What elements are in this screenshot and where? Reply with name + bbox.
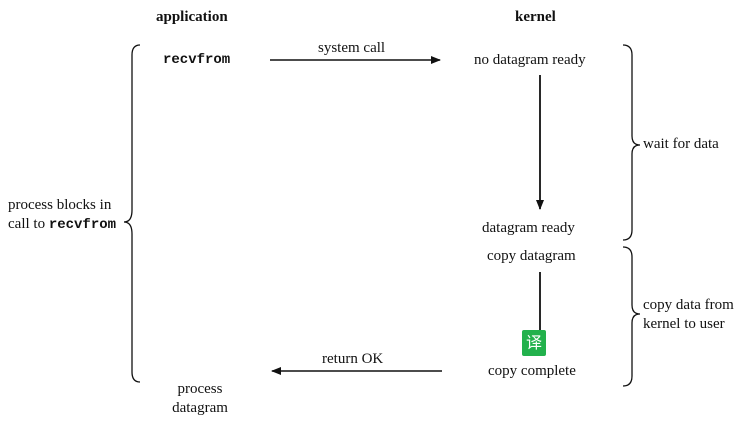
copy-data-brace bbox=[622, 246, 641, 387]
copy-complete-label: copy complete bbox=[488, 363, 576, 379]
copy-data-label-line1: copy data from bbox=[643, 297, 734, 313]
process-datagram-line2: datagram bbox=[172, 400, 228, 416]
recvfrom-call: recvfrom bbox=[163, 52, 231, 68]
left-brace bbox=[123, 44, 141, 383]
process-blocks-line2: call to recvfrom bbox=[8, 215, 116, 234]
process-blocks-prefix: call to bbox=[8, 216, 49, 232]
process-datagram-line1: process bbox=[177, 381, 223, 397]
process-blocks-line1: process blocks in bbox=[8, 197, 112, 213]
process-blocks-code: recvfrom bbox=[48, 217, 117, 233]
wait-for-data-brace bbox=[622, 44, 641, 241]
wait-for-data-label: wait for data bbox=[643, 136, 719, 152]
copy-datagram-label: copy datagram bbox=[487, 248, 576, 264]
return-ok-label: return OK bbox=[322, 351, 384, 367]
no-datagram-ready-label: no datagram ready bbox=[474, 52, 586, 68]
copy-data-label-line2: kernel to user bbox=[643, 316, 725, 332]
translate-icon[interactable]: 译 bbox=[522, 330, 546, 356]
datagram-ready-label: datagram ready bbox=[482, 220, 575, 236]
application-header: application bbox=[156, 9, 228, 25]
system-call-label: system call bbox=[318, 40, 386, 56]
kernel-header: kernel bbox=[515, 9, 556, 25]
